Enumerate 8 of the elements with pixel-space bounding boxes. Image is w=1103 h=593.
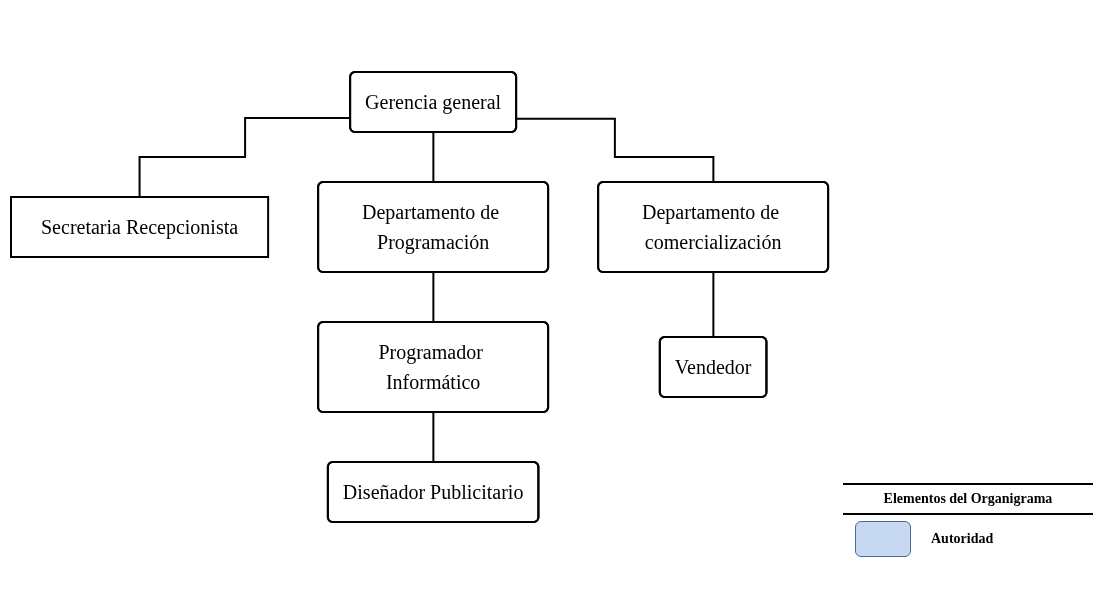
node-box: Secretaria Recepcionista <box>10 195 270 258</box>
connector <box>432 271 436 323</box>
connector <box>516 117 716 183</box>
connector <box>432 411 436 463</box>
connector <box>712 271 716 338</box>
legend-title: Elementos del Organigrama <box>843 485 1093 515</box>
connector <box>432 131 436 183</box>
legend-text: Autoridad <box>931 531 994 547</box>
